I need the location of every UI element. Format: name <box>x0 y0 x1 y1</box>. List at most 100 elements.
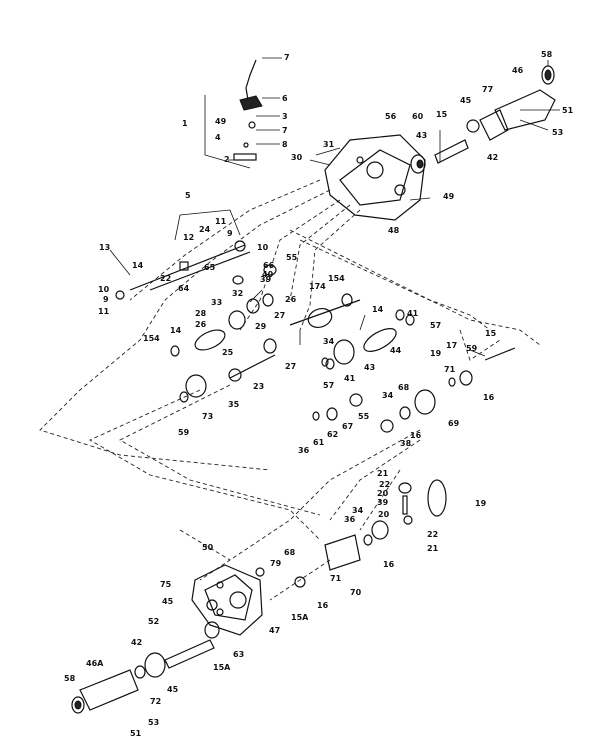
callout-27: 27 <box>274 311 285 320</box>
callout-25: 25 <box>222 348 234 357</box>
callout-67: 67 <box>342 422 353 431</box>
callout-46A: 46A <box>86 659 104 668</box>
callout-55: 55 <box>358 412 370 421</box>
callout-40: 40 <box>262 270 274 279</box>
callout-53: 53 <box>552 128 563 137</box>
callout-39: 39 <box>377 498 389 507</box>
callout-34: 34 <box>323 337 335 346</box>
callout-62: 62 <box>327 430 338 439</box>
callout-66: 66 <box>263 261 275 270</box>
callout-41: 41 <box>407 309 419 318</box>
callout-2: 2 <box>224 155 230 164</box>
callout-15A: 15A <box>291 613 309 622</box>
callout-22: 22 <box>160 274 171 283</box>
callout-16: 16 <box>383 560 395 569</box>
leader-lines <box>109 57 560 357</box>
callout-14: 14 <box>372 305 384 314</box>
callout-24: 24 <box>199 225 211 234</box>
callout-7: 7 <box>282 126 288 135</box>
callout-8: 8 <box>282 140 288 149</box>
callout-73: 73 <box>202 412 213 421</box>
callout-64: 64 <box>178 284 190 293</box>
callout-26: 26 <box>195 320 207 329</box>
gear-set-right <box>312 347 516 546</box>
callout-71: 71 <box>444 365 456 374</box>
callout-11: 11 <box>215 217 227 226</box>
callout-21: 21 <box>377 469 389 478</box>
callout-4: 4 <box>215 133 221 142</box>
callout-32: 32 <box>232 289 243 298</box>
callout-59: 59 <box>466 344 478 353</box>
callout-14: 14 <box>170 326 182 335</box>
callout-57: 57 <box>430 321 441 330</box>
callout-30: 30 <box>291 153 303 162</box>
gear-set-middle <box>170 264 415 403</box>
callout-21: 21 <box>427 544 439 553</box>
callout-68: 68 <box>398 383 410 392</box>
callout-15: 15 <box>436 110 448 119</box>
callout-45: 45 <box>162 597 174 606</box>
callout-47: 47 <box>269 626 280 635</box>
callout-59: 59 <box>178 428 190 437</box>
callout-68: 68 <box>284 548 296 557</box>
callout-45: 45 <box>167 685 179 694</box>
callout-51: 51 <box>562 106 574 115</box>
callout-39: 39 <box>260 275 272 284</box>
callout-13: 13 <box>99 243 110 252</box>
callout-72: 72 <box>150 697 161 706</box>
callout-43: 43 <box>416 131 427 140</box>
callout-46: 46 <box>512 66 524 75</box>
callout-57: 57 <box>323 381 334 390</box>
callout-19: 19 <box>430 349 442 358</box>
callout-33: 33 <box>211 298 222 307</box>
callout-63: 63 <box>233 650 244 659</box>
callout-27: 27 <box>285 362 296 371</box>
callout-16: 16 <box>483 393 495 402</box>
callout-36: 36 <box>344 515 356 524</box>
callout-44: 44 <box>390 346 402 355</box>
callout-12: 12 <box>183 233 194 242</box>
shifter-rod-assembly <box>115 240 251 300</box>
callout-42: 42 <box>487 153 498 162</box>
callout-6: 6 <box>282 94 288 103</box>
callout-20: 20 <box>377 489 389 498</box>
callout-26: 26 <box>285 295 297 304</box>
callout-41: 41 <box>344 374 356 383</box>
callout-15: 15 <box>485 329 497 338</box>
callout-9: 9 <box>103 295 109 304</box>
callout-20: 20 <box>378 510 390 519</box>
callout-28: 28 <box>195 309 207 318</box>
callout-19: 19 <box>475 499 487 508</box>
callout-34: 34 <box>382 391 394 400</box>
callout-11: 11 <box>98 307 110 316</box>
callout-23: 23 <box>253 382 264 391</box>
callout-16: 16 <box>410 431 422 440</box>
callout-43: 43 <box>364 363 375 372</box>
callout-10: 10 <box>98 285 110 294</box>
callout-49: 49 <box>215 117 227 126</box>
callout-61: 61 <box>313 438 325 447</box>
callout-51: 51 <box>130 729 142 738</box>
upper-housing <box>324 134 426 221</box>
callout-38: 38 <box>400 439 412 448</box>
callout-45: 45 <box>460 96 472 105</box>
callout-58: 58 <box>64 674 76 683</box>
callout-42: 42 <box>131 638 142 647</box>
callout-52: 52 <box>148 617 159 626</box>
callout-53: 53 <box>148 718 159 727</box>
upper-axle-parts <box>410 65 556 174</box>
callout-22: 22 <box>427 530 438 539</box>
callout-1: 1 <box>182 119 188 128</box>
callout-55: 55 <box>286 253 298 262</box>
callout-60: 60 <box>412 112 424 121</box>
callout-29: 29 <box>255 322 267 331</box>
callout-3: 3 <box>282 112 288 121</box>
shift-lever-assembly <box>204 59 263 169</box>
lower-axle-parts <box>71 608 224 714</box>
callout-49: 49 <box>443 192 455 201</box>
callout-56: 56 <box>385 112 397 121</box>
callout-77: 77 <box>482 85 493 94</box>
callout-65: 65 <box>204 263 216 272</box>
callout-22: 22 <box>379 480 390 489</box>
